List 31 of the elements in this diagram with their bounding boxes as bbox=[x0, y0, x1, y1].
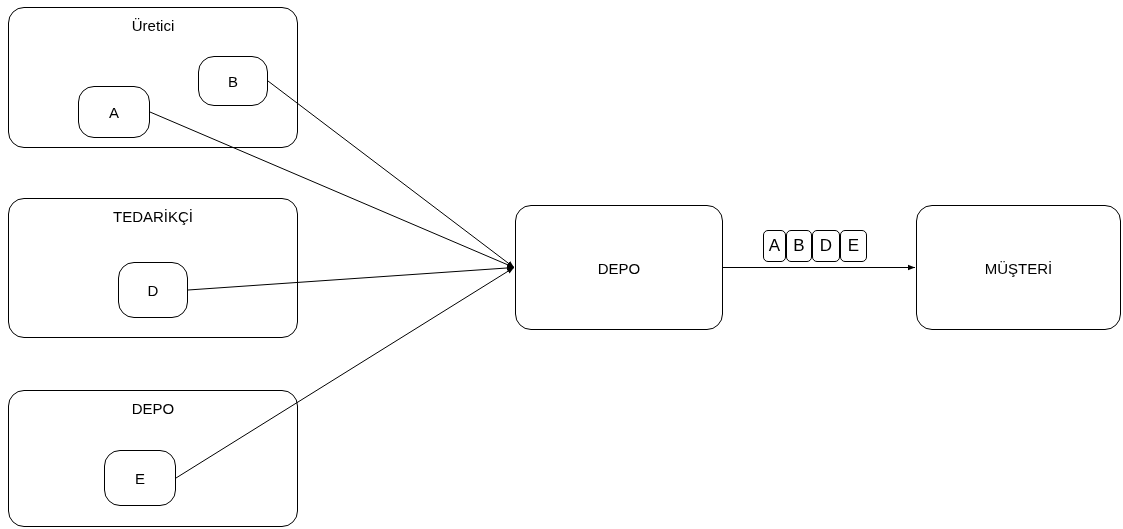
node-label: D bbox=[146, 281, 160, 299]
process-box bbox=[78, 86, 150, 138]
group-title: DEPO bbox=[130, 400, 176, 417]
item-box bbox=[812, 230, 840, 262]
node-label: D bbox=[818, 236, 834, 256]
node-label: A bbox=[108, 103, 120, 121]
node-label: E bbox=[846, 236, 861, 256]
arrow bbox=[722, 264, 916, 271]
node-label: MÜŞTERİ bbox=[983, 259, 1054, 276]
item-box bbox=[840, 230, 867, 262]
group-box bbox=[8, 7, 298, 148]
node-label: DEPO bbox=[596, 259, 642, 276]
process-box bbox=[104, 450, 176, 506]
arrow bbox=[187, 265, 515, 291]
group-title: Üretici bbox=[130, 17, 176, 34]
node-label: B bbox=[792, 236, 806, 256]
item-box bbox=[786, 230, 812, 262]
node-label: E bbox=[134, 469, 146, 487]
node-label: A bbox=[767, 236, 782, 256]
group-box bbox=[8, 390, 298, 527]
arrow bbox=[149, 111, 515, 268]
process-box bbox=[118, 262, 188, 318]
arrow bbox=[175, 267, 515, 479]
process-box bbox=[916, 205, 1121, 330]
item-box bbox=[763, 230, 786, 262]
process-box bbox=[198, 56, 268, 106]
process-box bbox=[515, 205, 723, 330]
group-title: TEDARİKÇİ bbox=[112, 208, 194, 225]
group-box bbox=[8, 198, 298, 338]
arrow bbox=[267, 80, 515, 268]
node-label: B bbox=[227, 72, 239, 90]
